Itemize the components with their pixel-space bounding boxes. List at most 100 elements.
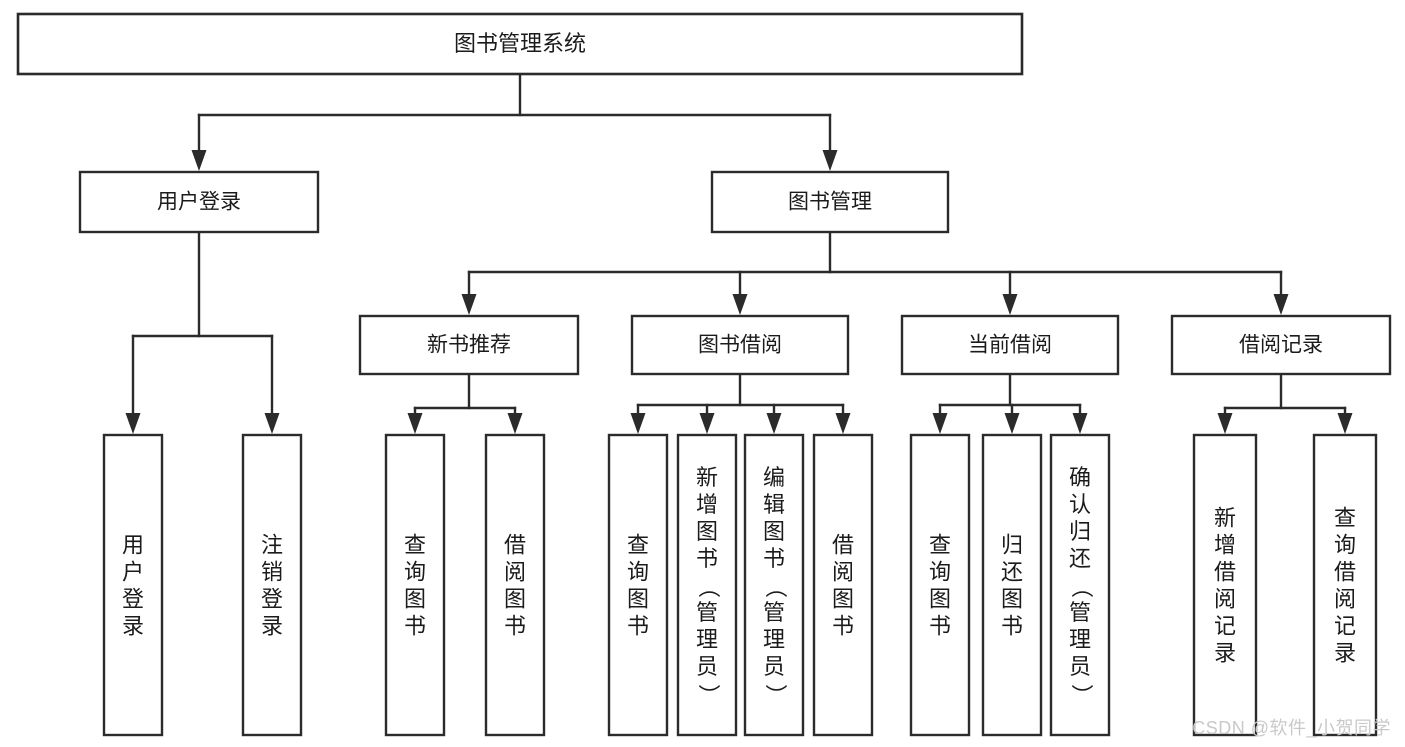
node-label-char: 询	[1334, 532, 1356, 557]
node-label-char: （	[763, 576, 788, 598]
node-label-char: 销	[261, 559, 283, 584]
node-label-char: 图	[504, 586, 526, 611]
connector-arrowhead-icon	[264, 413, 280, 434]
connector-group	[191, 72, 838, 171]
node-box[interactable]	[78, 170, 320, 234]
node-label-char: 新	[696, 465, 718, 490]
node-label-char: 员	[763, 654, 785, 679]
node-label-char: 图	[404, 586, 426, 611]
connector-group	[630, 372, 851, 434]
node-box[interactable]	[484, 433, 546, 737]
node-box[interactable]	[812, 433, 874, 737]
node-label-char: 理	[763, 627, 785, 652]
node-label-char: 录	[1334, 640, 1356, 665]
node-box[interactable]	[909, 433, 971, 737]
node-label-char: 书	[929, 613, 951, 638]
connector-arrowhead-icon	[461, 294, 477, 315]
connector-arrowhead-icon	[507, 413, 523, 434]
node-box[interactable]	[900, 314, 1120, 376]
node-current-borrow[interactable]: 当前借阅	[900, 314, 1120, 376]
node-label-char: 还	[1001, 559, 1023, 584]
node-label-char: 户	[122, 559, 144, 584]
node-label-char: 记	[1214, 613, 1236, 638]
node-label-char: 归	[1001, 532, 1023, 557]
node-box[interactable]	[630, 314, 850, 376]
node-box[interactable]	[743, 433, 805, 737]
node-box[interactable]	[384, 433, 446, 737]
node-label-char: 确	[1069, 465, 1091, 490]
node-label-char: 管	[696, 600, 718, 625]
node-box[interactable]	[358, 314, 580, 376]
node-label-char: 认	[1069, 492, 1091, 517]
connector-group	[407, 372, 523, 434]
connector-arrowhead-icon	[1004, 413, 1020, 434]
node-user-login[interactable]: 用户登录	[78, 170, 320, 234]
node-label-char: 记	[1334, 613, 1356, 638]
node-book-borrow[interactable]: 图书借阅	[630, 314, 850, 376]
node-label-char: 增	[696, 492, 718, 517]
connector-arrowhead-icon	[1337, 413, 1353, 434]
node-label-char: 录	[122, 613, 144, 638]
connector-arrowhead-icon	[1002, 294, 1018, 315]
connector-arrowhead-icon	[835, 413, 851, 434]
node-label-char: 书	[696, 546, 718, 571]
node-box[interactable]	[607, 433, 669, 737]
node-box[interactable]	[1312, 433, 1378, 737]
node-label-char: 注	[261, 532, 283, 557]
node-label-char: 阅	[1334, 586, 1356, 611]
node-box[interactable]	[102, 433, 164, 737]
connector-arrowhead-icon	[407, 413, 423, 434]
node-label-char: 阅	[1214, 586, 1236, 611]
node-box[interactable]	[676, 433, 738, 737]
node-label-char: 图	[929, 586, 951, 611]
node-label-char: 编	[763, 465, 785, 490]
node-box[interactable]	[981, 433, 1043, 737]
node-label-char: 增	[1214, 532, 1236, 557]
node-label-char: 理	[1069, 627, 1091, 652]
node-box[interactable]	[710, 170, 950, 234]
node-label-char: 书	[1001, 613, 1023, 638]
node-label-char: 录	[1214, 640, 1236, 665]
connector-arrowhead-icon	[766, 413, 782, 434]
node-box[interactable]	[1192, 433, 1258, 737]
node-label-char: 阅	[832, 559, 854, 584]
node-borrow-records[interactable]: 借阅记录	[1170, 314, 1392, 376]
node-label-char: ）	[696, 684, 721, 706]
node-label-char: 管	[763, 600, 785, 625]
node-label-char: 还	[1069, 546, 1091, 571]
node-box[interactable]	[1170, 314, 1392, 376]
node-label-char: 图	[763, 519, 785, 544]
connector-arrowhead-icon	[191, 150, 207, 171]
node-label-char: 图	[1001, 586, 1023, 611]
node-label-char: 辑	[763, 492, 785, 517]
csdn-watermark: CSDN @软件_小贺同学	[1192, 718, 1391, 738]
node-box[interactable]	[16, 12, 1024, 76]
node-root[interactable]: 图书管理系统	[16, 12, 1024, 76]
node-box[interactable]	[1049, 433, 1111, 737]
node-box[interactable]	[241, 433, 303, 737]
node-label: 借阅记录	[1239, 334, 1323, 357]
node-label-char: 阅	[504, 559, 526, 584]
node-leaf-user-login[interactable]: 用户登录	[102, 433, 164, 737]
node-new-book-recommend[interactable]: 新书推荐	[358, 314, 580, 376]
node-label-char: ）	[763, 684, 788, 706]
node-label-char: 书	[627, 613, 649, 638]
node-label-char: （	[1069, 576, 1094, 598]
node-label-char: 录	[261, 613, 283, 638]
node-book-management[interactable]: 图书管理	[710, 170, 950, 234]
connector-group	[932, 372, 1088, 434]
node-label-char: 借	[832, 532, 854, 557]
